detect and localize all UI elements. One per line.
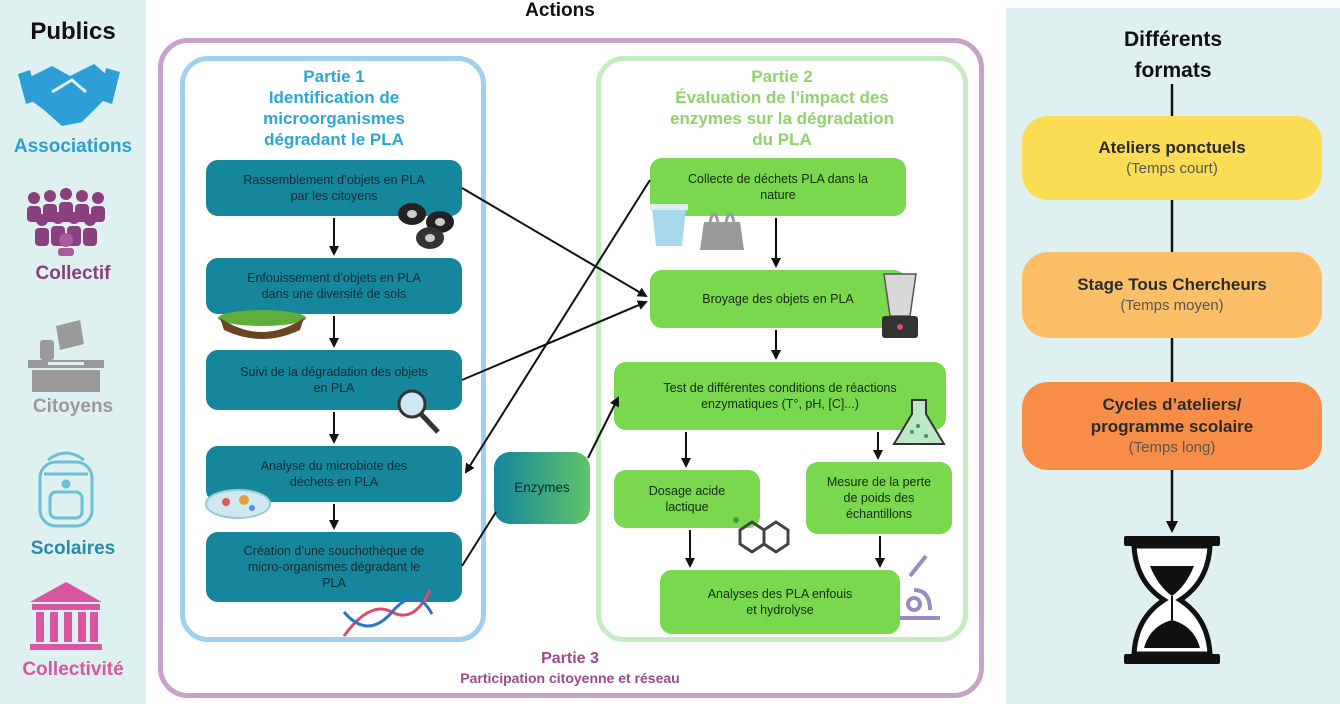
- p1-box3-line1: Suivi de la dégradation des objets: [240, 365, 428, 379]
- publics-title: Publics: [30, 18, 116, 45]
- group-people-icon: [27, 188, 105, 256]
- p2-box-test: Test de différentes conditions de réacti…: [614, 362, 946, 430]
- partie2-frame: [596, 56, 968, 642]
- public-scolaires-label: Scolaires: [30, 538, 116, 559]
- p1-box1-line2: par les citoyens: [290, 189, 378, 203]
- plastic-bag-icon: [700, 212, 744, 250]
- hourglass-icon: [1124, 536, 1220, 664]
- p2-box-dosage: Dosage acide lactique: [614, 470, 760, 528]
- p2-mesure-line1: Mesure de la perte: [826, 475, 932, 489]
- format3-title-line2: programme scolaire: [1090, 417, 1254, 436]
- format3-sub: (Temps long): [1128, 439, 1216, 456]
- p1-box5-line2: micro-organismes dégradant le: [247, 560, 421, 574]
- cup-icon: [650, 204, 688, 246]
- flask-icon: [892, 399, 946, 445]
- arrow-suivi-broyage: [461, 300, 648, 381]
- p2-mesure-line2: de poids des: [843, 491, 915, 505]
- partie1-subtitle-line2: microorganismes: [263, 109, 405, 128]
- pla-spools-icon: [398, 203, 454, 249]
- partie3-subtitle: Participation citoyenne et réseau: [460, 670, 680, 686]
- p1-box-enfouissement: Enfouissement d’objets en PLA dans une di…: [206, 258, 462, 314]
- p2-dosage-line1: Dosage acide: [648, 484, 726, 498]
- p1-box2-line2: dans une diversité de sols: [261, 287, 407, 301]
- partie2-subtitle-line1: Évaluation de l’impact des: [675, 88, 889, 107]
- partie2-subtitle-line3: du PLA: [752, 130, 812, 149]
- format-stage-tous-chercheurs: Stage Tous Chercheurs (Temps moyen): [1022, 252, 1322, 338]
- p2-collecte-line1: Collecte de déchets PLA dans la: [688, 172, 868, 186]
- p1-box-creation: Création d’une souchothèque de micro-orga…: [206, 532, 462, 602]
- p2-dosage-line2: lactique: [665, 500, 709, 514]
- formats-title-line1: Différents: [1123, 28, 1223, 51]
- p1-box5-line1: Création d’une souchothèque de: [243, 544, 425, 558]
- p1-box5-line3: PLA: [322, 576, 346, 590]
- format2-sub: (Temps moyen): [1120, 297, 1224, 314]
- p1-box1-line1: Rassemblement d’objets en PLA: [243, 173, 425, 187]
- partie2-subtitle-line2: enzymes sur la dégradation: [670, 109, 894, 128]
- p2-mesure-line3: échantillons: [845, 507, 912, 521]
- formats-title: Différents formats: [1010, 24, 1336, 86]
- p2-test-line1: Test de différentes conditions de réacti…: [663, 381, 897, 395]
- format2-title: Stage Tous Chercheurs: [1077, 275, 1267, 294]
- p1-box2-line1: Enfouissement d’objets en PLA: [247, 271, 421, 285]
- handshake-icon: [18, 64, 120, 126]
- partie1-frame: [180, 56, 486, 642]
- p2-box-broyage: Broyage des objets en PLA: [650, 270, 906, 328]
- enzymes-box: Enzymes: [494, 452, 590, 524]
- format1-sub: (Temps court): [1126, 160, 1218, 177]
- partie2-title: Partie 2 Évaluation de l’impact des enzy…: [612, 66, 952, 150]
- public-associations-label: Associations: [13, 136, 133, 157]
- public-collectif-label: Collectif: [35, 263, 111, 284]
- blender-icon: [882, 273, 918, 338]
- p1-box-suivi: Suivi de la dégradation des objets en PLA: [206, 350, 462, 410]
- arrow-enzymes-test: [587, 396, 619, 459]
- p1-box4-line1: Analyse du microbiote des: [260, 459, 408, 473]
- arrow-collecte-analyse: [464, 179, 651, 474]
- partie1-subtitle-line3: dégradant le PLA: [264, 130, 404, 149]
- p2-broyage-line1: Broyage des objets en PLA: [702, 292, 854, 306]
- format1-title: Ateliers ponctuels: [1098, 138, 1246, 157]
- town-hall-icon: [30, 582, 102, 650]
- actions-frame: [158, 38, 984, 698]
- format-cycles-ateliers: Cycles d’ateliers/ programme scolaire (T…: [1022, 382, 1322, 470]
- p2-test-line2: enzymatiques (T°, pH, [C]...): [701, 397, 859, 411]
- ballot-box-icon: [28, 320, 104, 392]
- backpack-icon: [38, 451, 94, 528]
- p1-box3-line2: en PLA: [313, 381, 355, 395]
- p2-analyses-line1: Analyses des PLA enfouis: [707, 587, 853, 601]
- p2-box-analyses: Analyses des PLA enfouis et hydrolyse: [660, 570, 900, 634]
- enzymes-label: Enzymes: [514, 480, 570, 495]
- p2-collecte-line2: nature: [760, 188, 796, 202]
- formats-title-line2: formats: [1134, 59, 1212, 82]
- microscope-icon: [900, 554, 940, 620]
- molecule-icon: [733, 517, 790, 554]
- partie1-title: Partie 1 Identification de microorganism…: [196, 66, 472, 150]
- public-citoyens-label: Citoyens: [32, 396, 114, 417]
- soil-icon: [218, 310, 306, 339]
- public-collectivite-label: Collectivité: [22, 659, 124, 680]
- dna-icon: [342, 589, 434, 637]
- p1-box-rassemblement: Rassemblement d’objets en PLA par les cit…: [206, 160, 462, 216]
- magnifier-icon: [397, 389, 440, 434]
- petri-dish-icon: [205, 489, 271, 519]
- partie3-title: Partie 3: [541, 650, 599, 667]
- p2-box-collecte: Collecte de déchets PLA dans la nature: [650, 158, 906, 216]
- actions-title: Actions: [525, 0, 595, 21]
- partie1-title-label: Partie 1: [303, 67, 365, 86]
- format3-title-line1: Cycles d’ateliers/: [1102, 395, 1242, 414]
- line-creation-enzymes: [461, 511, 497, 567]
- arrow-rassemblement-broyage: [461, 187, 648, 298]
- partie2-title-label: Partie 2: [751, 67, 813, 86]
- p2-box-mesure: Mesure de la perte de poids des échantillo…: [806, 462, 952, 534]
- partie1-subtitle-line1: Identification de: [268, 88, 400, 107]
- format-ateliers-ponctuels: Ateliers ponctuels (Temps court): [1022, 116, 1322, 200]
- p1-box4-line2: déchets en PLA: [289, 475, 379, 489]
- p2-analyses-line2: et hydrolyse: [746, 603, 814, 617]
